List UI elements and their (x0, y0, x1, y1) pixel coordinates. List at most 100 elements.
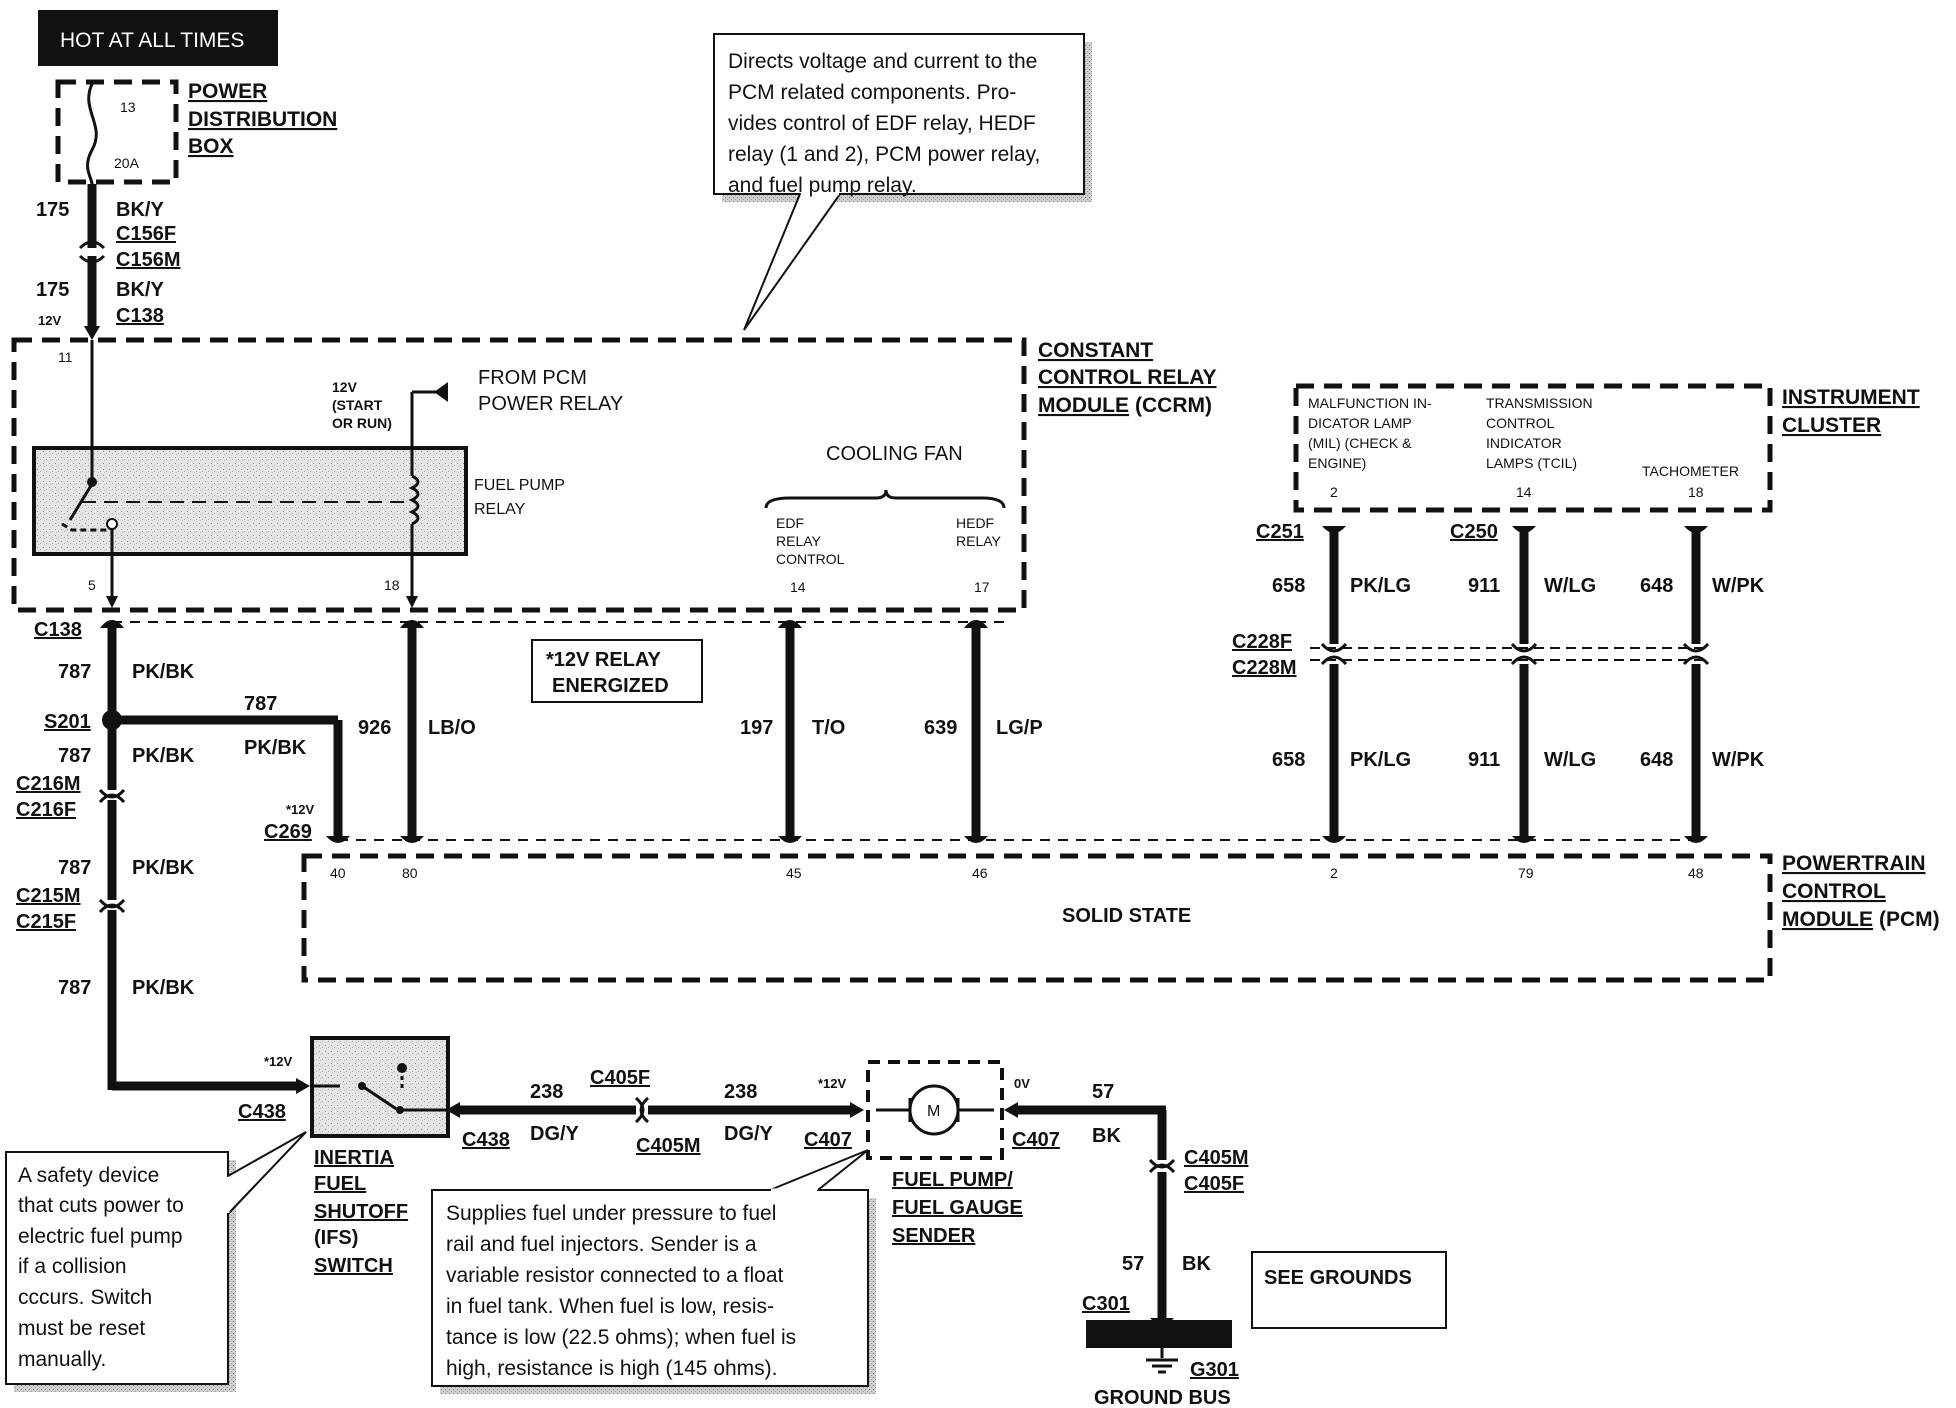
from-pcm-label-1: FROM PCM (478, 367, 587, 389)
pcm-pin-46: 46 (972, 865, 988, 881)
cluster-pin-14: 14 (1516, 484, 1532, 500)
connector-c269: C269 (264, 821, 312, 843)
ccrm-title-3: MODULE(CCRM) (1038, 394, 1212, 417)
feed-arrow-icon (434, 382, 448, 402)
ccrm-pin-5: 5 (88, 577, 96, 593)
fuel-pump-title-2: FUEL GAUGE (892, 1197, 1023, 1219)
wire-57-number-2: 57 (1122, 1253, 1144, 1275)
wire-639-number: 639 (924, 717, 957, 739)
ifs-callout-line-6: must be reset (18, 1317, 145, 1340)
connector-c156f: C156F (116, 223, 176, 245)
wire-911-color-2: W/LG (1544, 749, 1596, 771)
pdb-pin-13: 13 (120, 99, 136, 115)
pump-callout-line-3: variable resistor connected to a float (446, 1264, 784, 1287)
pdb-title-3: BOX (188, 135, 234, 158)
ifs-title-4: (IFS) (314, 1227, 358, 1249)
pump-callout-line-2: rail and fuel injectors. Sender is a (446, 1233, 757, 1256)
ifs-callout: A safety device that cuts power to elect… (5, 1131, 307, 1392)
wire-57-color-1: BK (1092, 1125, 1121, 1147)
pcm-pin-79: 79 (1518, 865, 1534, 881)
pump-callout-line-5: tance is low (22.5 ohms); when fuel is (446, 1326, 796, 1349)
pcm-pin-45: 45 (786, 865, 802, 881)
wire-787-color-branch: PK/BK (244, 737, 307, 759)
feed-12v: 12V (332, 379, 358, 395)
connector-c228m: C228M (1232, 657, 1296, 679)
ifs-callout-line-5: cccurs. Switch (18, 1286, 152, 1309)
wire-658-color-1: PK/LG (1350, 575, 1411, 597)
wire-911-number-2: 911 (1468, 749, 1500, 771)
fuel-pump-sender: M FUEL PUMP/ FUEL GAUGE SENDER (866, 1060, 1023, 1247)
ccrm-pin-18: 18 (384, 577, 400, 593)
connector-c407-left: C407 (804, 1129, 852, 1151)
wire-175-number-2: 175 (36, 279, 69, 301)
wire-238-number-1: 238 (530, 1081, 563, 1103)
wire-238-number-2: 238 (724, 1081, 757, 1103)
relay-energized-note: *12V RELAY ENERGIZED (531, 639, 703, 703)
pump-callout-line-6: high, resistance is high (145 ohms). (446, 1357, 778, 1380)
energized-line-2: ENERGIZED (552, 675, 669, 697)
ifs-title-2: FUEL (314, 1173, 366, 1195)
pcm-module: POWERTRAIN CONTROL MODULE(PCM) SOLID STA… (301, 852, 1940, 983)
wire-926-color: LB/O (428, 717, 476, 739)
wire-911-color-1: W/LG (1544, 575, 1596, 597)
wire-648-number-2: 648 (1640, 749, 1673, 771)
tcil-label-3: INDICATOR (1486, 435, 1562, 451)
connector-c138-bottom: C138 (34, 619, 82, 641)
wire-639-color: LG/P (996, 717, 1043, 739)
ccrm-callout: Directs voltage and current to the PCM r… (713, 33, 1092, 331)
wire-648-color-2: W/PK (1712, 749, 1765, 771)
wire-787-number-branch: 787 (244, 693, 277, 715)
motor-label: M (927, 1103, 940, 1120)
voltage-12v: 12V (38, 313, 61, 328)
c438-voltage: *12V (264, 1054, 293, 1069)
power-distribution-box: 13 20A POWER DISTRIBUTION BOX (55, 79, 337, 185)
connector-c216m: C216M (16, 773, 80, 795)
connector-c301: C301 (1082, 1293, 1130, 1315)
mid-wires: 926 LB/O 197 T/O 639 LG/P (358, 620, 1043, 843)
wire-911-number-1: 911 (1468, 575, 1500, 597)
feed-start: (START (332, 397, 383, 413)
ifs-callout-line-2: that cuts power to (18, 1194, 184, 1217)
see-grounds-box[interactable]: SEE GROUNDS (1251, 1251, 1447, 1329)
mil-label-2: DICATOR LAMP (1308, 415, 1412, 431)
fuse-rating: 20A (114, 155, 140, 171)
wire-175: 175 BK/Y C156F C156M 175 BK/Y 12V C138 (36, 184, 180, 340)
relay-coil-icon (408, 474, 420, 526)
wire-787-number-1: 787 (58, 661, 91, 683)
wire-57: 0V C407 57 BK C405M C405F 57 BK C301 (1004, 1076, 1248, 1325)
ifs-callout-line-1: A safety device (18, 1164, 159, 1187)
fuel-pump-title-1: FUEL PUMP/ (892, 1169, 1013, 1191)
wire-658-number-2: 658 (1272, 749, 1305, 771)
wire-197-color: T/O (812, 717, 845, 739)
ccrm-callout-line-3: vides control of EDF relay, HEDF (728, 112, 1036, 135)
tcil-label-1: TRANSMISSION (1486, 395, 1593, 411)
from-pcm-label-2: POWER RELAY (478, 393, 623, 415)
ifs-callout-line-3: electric fuel pump (18, 1225, 183, 1248)
fuel-pump-callout: Supplies fuel under pressure to fuel rai… (431, 1149, 876, 1394)
ifs-callout-line-4: if a collision (18, 1255, 127, 1278)
ifs-title-1: INERTIA (314, 1147, 394, 1169)
ccrm-title-1: CONSTANT (1038, 339, 1153, 362)
connector-c438-left: C438 (238, 1101, 286, 1123)
connector-c216f: C216F (16, 799, 76, 821)
edf-label-3: CONTROL (776, 551, 845, 567)
wire-175-color-2: BK/Y (116, 279, 164, 301)
wire-787-number-4: 787 (58, 977, 91, 999)
hedf-label-1: HEDF (956, 515, 994, 531)
pcm-title-1: POWERTRAIN (1782, 852, 1926, 875)
pcm-title-3: MODULE(PCM) (1782, 908, 1940, 931)
cluster-title-2: CLUSTER (1782, 414, 1881, 437)
energized-line-1: *12V RELAY (546, 649, 662, 671)
wire-57-color-2: BK (1182, 1253, 1211, 1275)
edf-label-2: RELAY (776, 533, 822, 549)
ground-g301: G301 (1190, 1359, 1239, 1381)
ccrm-module: CONSTANT CONTROL RELAY MODULE(CCRM) 5 11… (11, 337, 1217, 613)
pump-callout-line-1: Supplies fuel under pressure to fuel (446, 1202, 776, 1225)
tachometer-label: TACHOMETER (1642, 463, 1739, 479)
connector-c405m-right: C405M (1184, 1147, 1248, 1169)
wire-926-number: 926 (358, 717, 391, 739)
pcm-pin-80: 80 (402, 865, 418, 881)
pcm-pin-40: 40 (330, 865, 346, 881)
pdb-title-1: POWER (188, 80, 267, 103)
cluster-title-1: INSTRUMENT (1782, 386, 1920, 409)
